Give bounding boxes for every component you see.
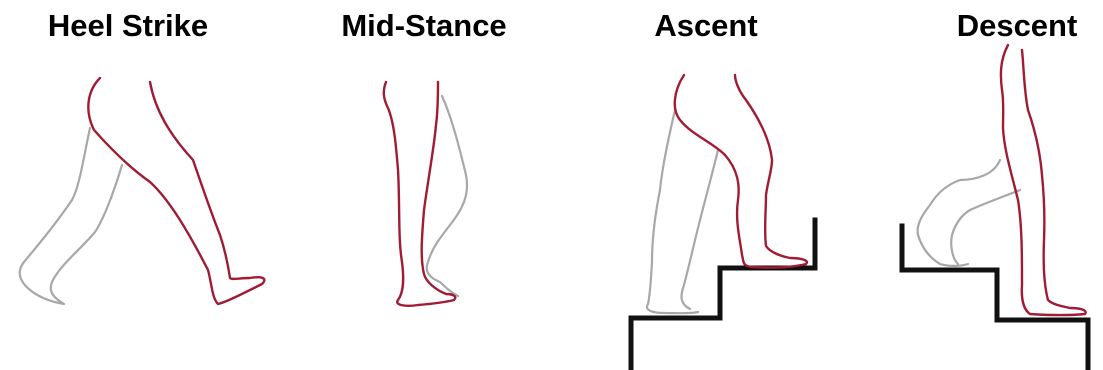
- ascent-stairs: [631, 220, 815, 368]
- mid-stance-front-leg: [384, 82, 455, 306]
- heel-strike-back-leg: [20, 128, 122, 304]
- mid-stance-back-leg: [427, 96, 467, 296]
- descent-back-leg: [918, 160, 1020, 266]
- descent-front-leg: [1001, 45, 1086, 315]
- mid-stance-panel: [384, 82, 467, 306]
- descent-stairs: [902, 226, 1088, 368]
- heel-strike-panel: [20, 78, 265, 304]
- descent-panel: [902, 45, 1088, 368]
- ascent-panel: [631, 75, 815, 368]
